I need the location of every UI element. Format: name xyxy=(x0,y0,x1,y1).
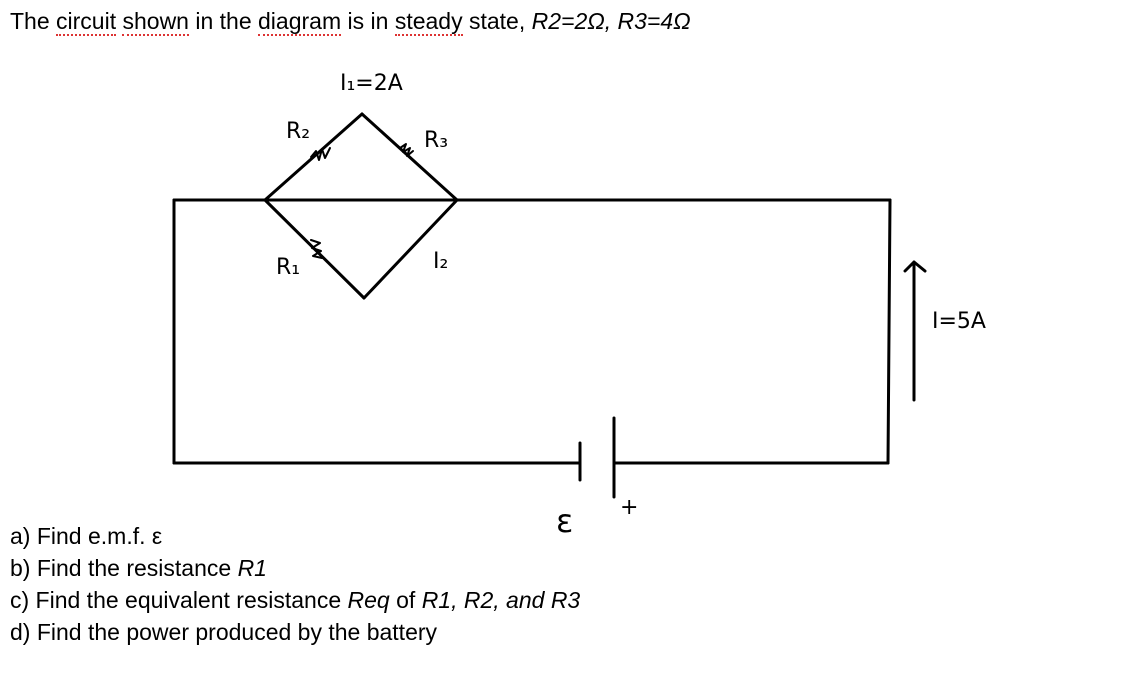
question-c-variable-req: Req xyxy=(347,587,390,613)
question-a-text: a) Find e.m.f. ε xyxy=(10,523,163,549)
intro-text: state, xyxy=(462,8,532,34)
label-total-current: I=5A xyxy=(932,309,986,334)
r2-branch-wire xyxy=(263,112,364,202)
resistor-r1-symbol xyxy=(310,239,323,259)
label-emf: ε xyxy=(556,502,573,540)
r3-branch-wire xyxy=(360,112,459,202)
label-r3: R₃ xyxy=(424,128,448,153)
question-c-text-mid: of xyxy=(389,587,422,613)
question-c-text: c) Find the equivalent resistance xyxy=(10,587,348,613)
intro-text: is in xyxy=(341,8,395,34)
question-d-text: d) Find the power produced by the batter… xyxy=(10,619,438,645)
intro-word-steady: steady xyxy=(394,8,463,36)
intro-word-shown: shown xyxy=(122,8,189,36)
given-values: R2=2Ω, R3=4Ω xyxy=(531,8,691,34)
question-a: a) Find e.m.f. ε xyxy=(10,520,580,552)
intro-word-diagram: diagram xyxy=(258,8,342,36)
label-r1: R₁ xyxy=(276,255,300,280)
intro-text: The xyxy=(10,8,57,34)
i2-branch-wire xyxy=(362,198,459,300)
intro-word-circuit: circuit xyxy=(56,8,117,36)
question-list: a) Find e.m.f. ε b) Find the resistance … xyxy=(10,520,580,648)
intro-text: in the xyxy=(188,8,259,34)
question-b-text: b) Find the resistance xyxy=(10,555,238,581)
problem-statement: The circuit shown in the diagram is in s… xyxy=(10,8,691,36)
question-c: c) Find the equivalent resistance Req of… xyxy=(10,584,580,616)
question-d: d) Find the power produced by the batter… xyxy=(10,616,580,648)
label-r2: R₂ xyxy=(286,119,310,144)
current-arrow xyxy=(903,260,927,402)
label-plus: + xyxy=(620,495,638,520)
label-i1: I₁=2A xyxy=(340,71,403,96)
question-c-variables: R1, R2, and R3 xyxy=(421,587,581,613)
resistor-r3-symbol xyxy=(399,143,414,157)
question-b-variable: R1 xyxy=(237,555,267,581)
label-i2: I₂ xyxy=(433,249,448,274)
resistor-r2-symbol xyxy=(310,147,331,161)
question-b: b) Find the resistance R1 xyxy=(10,552,580,584)
right-wire xyxy=(886,198,892,465)
